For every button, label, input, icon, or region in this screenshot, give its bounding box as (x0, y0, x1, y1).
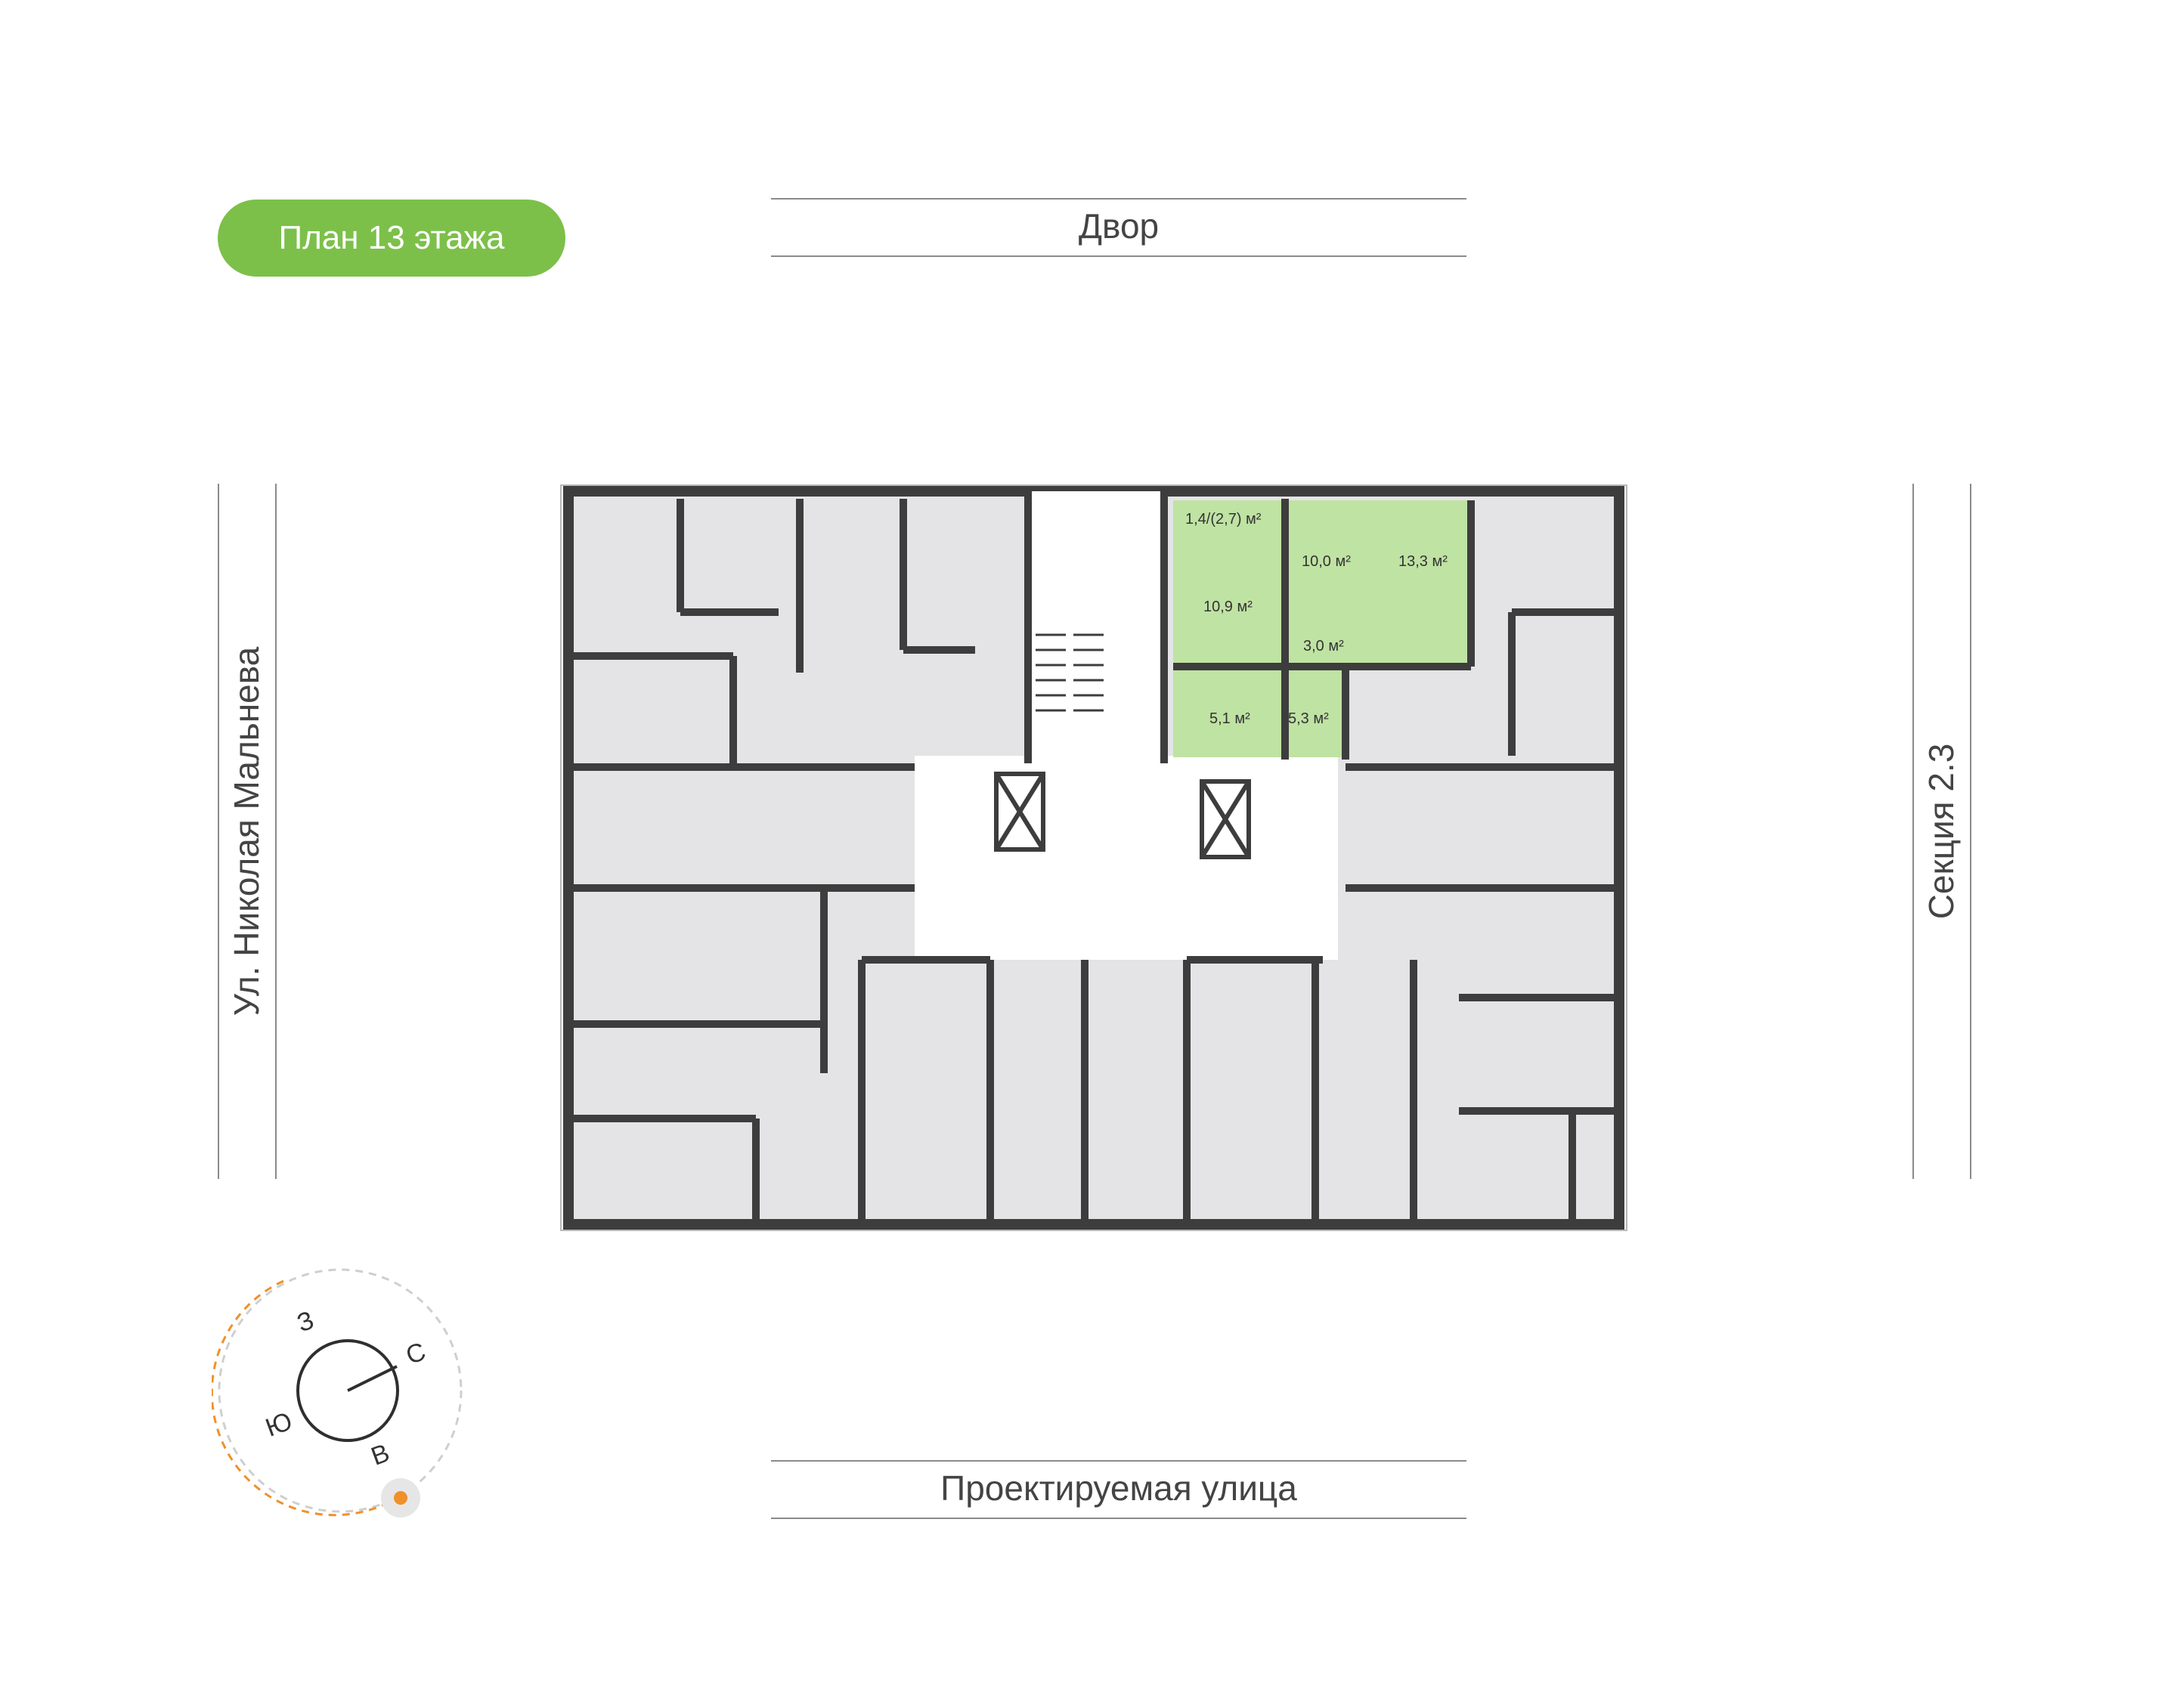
room-label-room-1: 10,0 м² (1302, 553, 1351, 570)
compass (212, 1268, 463, 1518)
top-street-label: Двор (1078, 206, 1160, 246)
walls (568, 491, 1619, 1224)
room-label-kitchen: 10,9 м² (1203, 599, 1253, 615)
right-section-line (1912, 484, 1914, 1179)
elevators (994, 772, 1251, 859)
floor-badge-label: План 13 этажа (278, 219, 505, 256)
sun-path (212, 1279, 386, 1517)
stairs (1036, 633, 1104, 712)
outer-frame (560, 484, 1627, 1231)
left-street-line-2 (275, 484, 277, 1179)
compass-dial (296, 1339, 399, 1442)
room-label-room-2: 13,3 м² (1398, 553, 1448, 570)
right-section-line-2 (1970, 484, 1971, 1179)
bottom-street-line-2 (771, 1518, 1466, 1519)
top-street-line (771, 198, 1466, 200)
left-street-line (218, 484, 219, 1179)
top-street-line-2 (771, 255, 1466, 257)
bottom-street-label: Проектируемая улица (940, 1468, 1297, 1508)
room-label-balcony: 1,4/(2,7) м² (1185, 511, 1262, 528)
central-core (915, 491, 1338, 960)
bottom-street-line (771, 1460, 1466, 1462)
floor-badge: План 13 этажа (218, 200, 565, 277)
room-label-hall: 5,3 м² (1288, 710, 1329, 727)
room-label-corridor: 3,0 м² (1303, 638, 1344, 654)
room-label-bathroom: 5,1 м² (1209, 710, 1250, 727)
highlighted-apartment (1173, 500, 1471, 757)
compass-needle (347, 1365, 398, 1392)
